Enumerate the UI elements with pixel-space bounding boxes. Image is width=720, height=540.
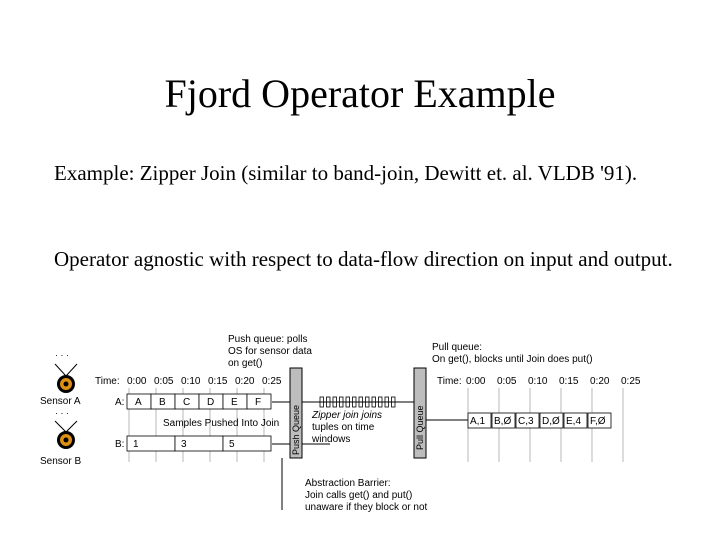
row-a-cell-label: B [159, 397, 166, 408]
row-a-cell-label: F [255, 397, 261, 408]
time-tick-right: 0:05 [497, 376, 517, 387]
time-tick-right: 0:15 [559, 376, 579, 387]
sensor-b-label: Sensor B [40, 456, 81, 467]
zipper-note-line-2: tuples on time [312, 422, 375, 433]
sensor-a-label: Sensor A [40, 396, 81, 407]
row-b-cell-label: 3 [181, 439, 187, 450]
sensor-b-icon: · · · [54, 408, 78, 449]
svg-text:· · ·: · · · [55, 350, 69, 360]
push-queue-note-line-2: OS for sensor data [228, 346, 312, 357]
time-tick-left: 0:15 [208, 376, 228, 387]
zipper-note-line-3: windows [311, 434, 350, 445]
row-b-label: B: [115, 439, 124, 450]
output-tuple-cell [539, 412, 564, 429]
time-tick-left: 0:05 [154, 376, 174, 387]
time-tick-right: 0:10 [528, 376, 548, 387]
time-tick-right: 0:25 [621, 376, 641, 387]
push-queue-label: Push Queue [291, 405, 301, 455]
time-tick-left: 0:00 [127, 376, 147, 387]
output-tuple-label: E,4 [566, 416, 581, 427]
time-tick-left: 0:25 [262, 376, 282, 387]
zipper-note-line-1: Zipper join joins [311, 410, 382, 421]
output-tuple-label: F,Ø [590, 416, 606, 427]
barrier-note-line-1: Abstraction Barrier: [305, 478, 391, 489]
row-b-cell [222, 435, 272, 452]
output-tuple-cell [467, 412, 492, 429]
row-a-cell-label: A [135, 397, 142, 408]
push-queue-note-line-1: Push queue: polls [228, 334, 308, 345]
time-tick-left: 0:20 [235, 376, 255, 387]
sensor-a-icon: · · · [54, 350, 78, 393]
pull-queue-note-line-2: On get(), blocks until Join does put() [432, 354, 593, 365]
row-a-cell [246, 393, 272, 410]
output-tuple-label: C,3 [518, 416, 534, 427]
svg-text:· · ·: · · · [55, 408, 69, 418]
pull-queue-label: Pull Queue [415, 405, 425, 450]
row-a-cell-label: D [207, 397, 214, 408]
row-a-cell-label: E [231, 397, 238, 408]
pull-queue-note-line-1: Pull queue: [432, 342, 482, 353]
time-tick-right: 0:20 [590, 376, 610, 387]
samples-pushed-label: Samples Pushed Into Join [163, 418, 279, 429]
output-tuple-cell [491, 412, 516, 429]
push-queue-bar [289, 367, 303, 459]
output-tuple-label: B,Ø [494, 416, 511, 427]
output-tuple-label: A,1 [470, 416, 485, 427]
row-a-label: A: [115, 397, 124, 408]
time-tick-left: 0:10 [181, 376, 201, 387]
time-label-left: Time: [95, 376, 120, 387]
row-a-cell-label: C [183, 397, 190, 408]
pull-queue-bar [413, 367, 427, 459]
slide-title: Fjord Operator Example [164, 71, 556, 116]
example-paragraph: Example: Zipper Join (similar to band-jo… [54, 161, 638, 185]
output-tuple-cell [515, 412, 540, 429]
row-b-cell-label: 1 [133, 439, 139, 450]
time-tick-right: 0:00 [466, 376, 486, 387]
output-tuple-cell [563, 412, 588, 429]
barrier-note-line-2: Join calls get() and put() [305, 490, 412, 501]
row-b-cell-label: 5 [229, 439, 235, 450]
push-queue-note-line-3: on get() [228, 358, 262, 369]
operator-paragraph: Operator agnostic with respect to data-f… [54, 247, 673, 271]
output-tuple-cell [587, 412, 612, 429]
barrier-note-line-3: unaware if they block or not [305, 502, 428, 513]
output-tuple-label: D,Ø [542, 416, 560, 427]
time-label-right: Time: [437, 376, 462, 387]
